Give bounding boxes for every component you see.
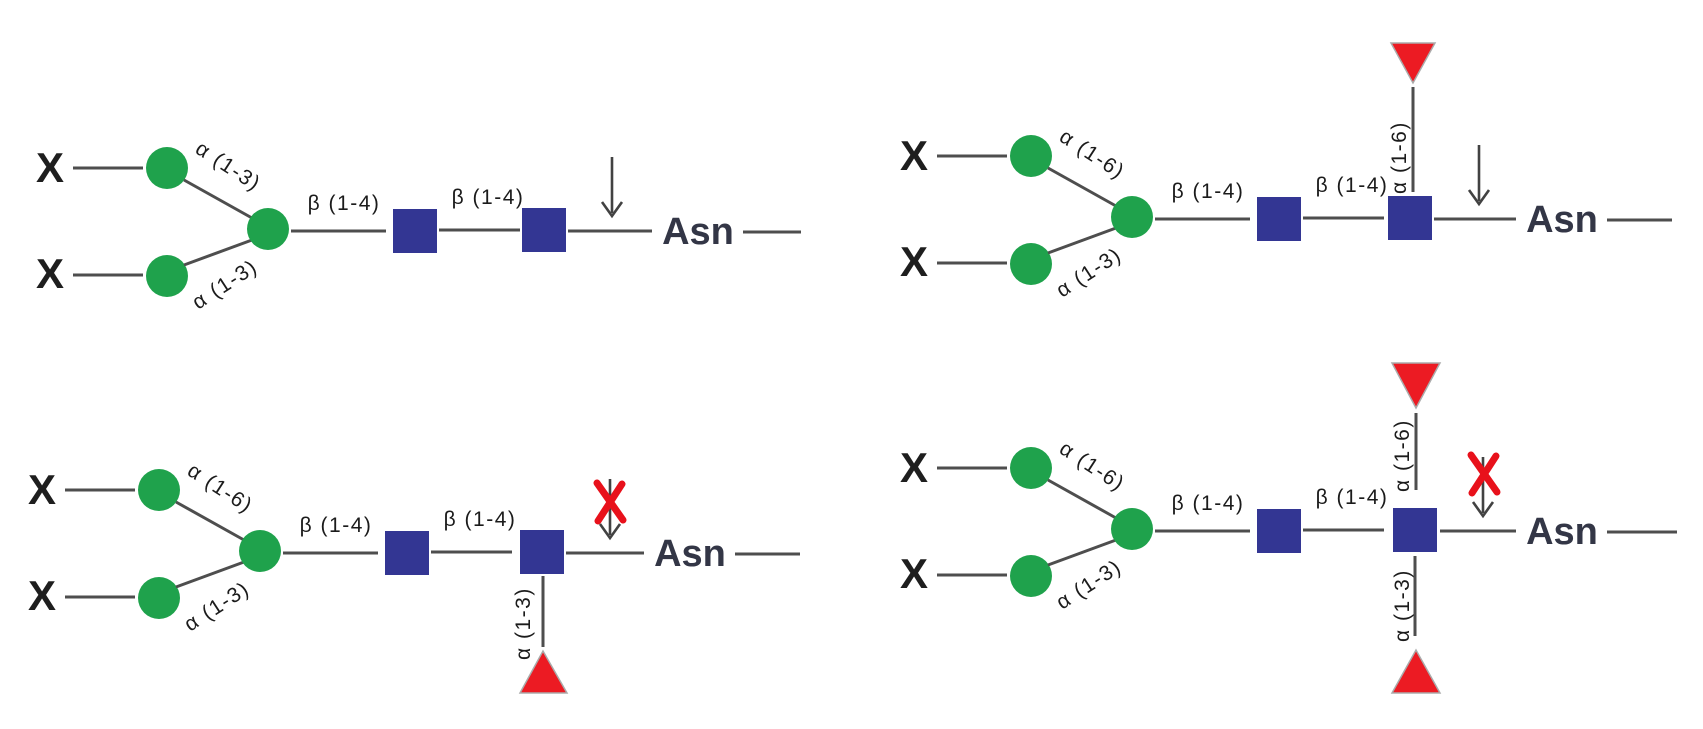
mannose-node-core	[1111, 196, 1153, 238]
asn-label: Asn	[1526, 199, 1598, 241]
blocked-cross-stroke	[1468, 452, 1500, 497]
mannose-node-core	[247, 208, 289, 250]
substituent-bottom-label: X	[900, 238, 928, 285]
glcnac-node	[522, 208, 566, 252]
branch-bond-bottom	[1047, 226, 1117, 255]
glcnac-node	[1257, 509, 1301, 553]
linkage-2-label: β (1-4)	[452, 186, 525, 209]
glycan-diagram-bottom-left: X X α (1-6) α (1-3) β (1-4) β (1-4) α (1…	[28, 459, 800, 694]
mannose-node	[138, 469, 180, 511]
glcnac-node	[385, 531, 429, 575]
glcnac-node	[1257, 197, 1301, 241]
branch-top-linkage-label: α (1-6)	[183, 459, 257, 518]
mannose-node	[1010, 447, 1052, 489]
branch-bond-top	[183, 178, 253, 220]
linkage-2-label: β (1-4)	[1316, 486, 1389, 509]
substituent-top-label: X	[900, 132, 928, 179]
branch-bottom-linkage-label: α (1-3)	[180, 577, 254, 636]
fucose-node-top	[1389, 42, 1437, 85]
branch-top-linkage-label: α (1-3)	[191, 137, 265, 196]
fucose-bottom-linkage-label: α (1-3)	[512, 587, 535, 660]
linkage-1-label: β (1-4)	[1172, 492, 1245, 515]
mannose-node	[1010, 555, 1052, 597]
asn-label: Asn	[662, 211, 734, 253]
mannose-node-core	[1111, 508, 1153, 550]
linkage-2-label: β (1-4)	[444, 508, 517, 531]
asn-label: Asn	[1526, 511, 1598, 553]
branch-bond-bottom	[1047, 538, 1117, 567]
fucose-top-linkage-label: α (1-6)	[1388, 121, 1411, 194]
glcnac-node	[520, 530, 564, 574]
blocked-cross-stroke	[594, 480, 626, 525]
cleavage-arrow-head	[598, 523, 622, 541]
substituent-bottom-label: X	[28, 572, 56, 619]
asn-label: Asn	[654, 533, 726, 575]
fucose-bottom-linkage-label: α (1-3)	[1391, 569, 1414, 642]
substituent-bottom-label: X	[36, 250, 64, 297]
linkage-1-label: β (1-4)	[308, 192, 381, 215]
glcnac-node	[1388, 196, 1432, 240]
glcnac-node	[393, 209, 437, 253]
mannose-node	[138, 577, 180, 619]
glycan-diagram-bottom-right: X X α (1-6) α (1-3) β (1-4) β (1-4) α (1…	[900, 362, 1677, 694]
glycan-diagram-top-right: X X α (1-6) α (1-3) β (1-4) β (1-4) α (1…	[900, 42, 1672, 302]
branch-top-linkage-label: α (1-6)	[1055, 125, 1129, 184]
branch-bond-top	[1047, 478, 1117, 520]
substituent-top-label: X	[28, 466, 56, 513]
linkage-2-label: β (1-4)	[1316, 174, 1389, 197]
branch-bottom-linkage-label: α (1-3)	[1052, 555, 1126, 614]
branch-top-linkage-label: α (1-6)	[1055, 437, 1129, 496]
branch-bond-top	[175, 500, 245, 542]
mannose-node-core	[239, 530, 281, 572]
cleavage-arrow-head	[1471, 501, 1495, 519]
fucose-top-linkage-label: α (1-6)	[1391, 419, 1414, 492]
substituent-top-label: X	[36, 144, 64, 191]
fucose-node-bottom	[518, 649, 569, 694]
cleavage-arrow-head	[1467, 189, 1491, 207]
linkage-1-label: β (1-4)	[300, 514, 373, 537]
fucose-node-bottom	[1390, 648, 1442, 694]
substituent-top-label: X	[900, 444, 928, 491]
mannose-node	[1010, 243, 1052, 285]
branch-bottom-linkage-label: α (1-3)	[188, 255, 262, 314]
glcnac-node	[1393, 508, 1437, 552]
substituent-bottom-label: X	[900, 550, 928, 597]
branch-bond-bottom	[183, 238, 253, 267]
glycan-diagram-top-left: X X α (1-3) α (1-3) β (1-4) β (1-4) Asn	[36, 137, 801, 314]
mannose-node	[146, 255, 188, 297]
mannose-node	[146, 147, 188, 189]
fucose-node-top	[1390, 362, 1442, 410]
mannose-node	[1010, 135, 1052, 177]
linkage-1-label: β (1-4)	[1172, 180, 1245, 203]
branch-bottom-linkage-label: α (1-3)	[1052, 243, 1126, 302]
branch-bond-bottom	[175, 560, 245, 589]
branch-bond-top	[1047, 166, 1117, 208]
cleavage-arrow-head	[600, 201, 624, 219]
